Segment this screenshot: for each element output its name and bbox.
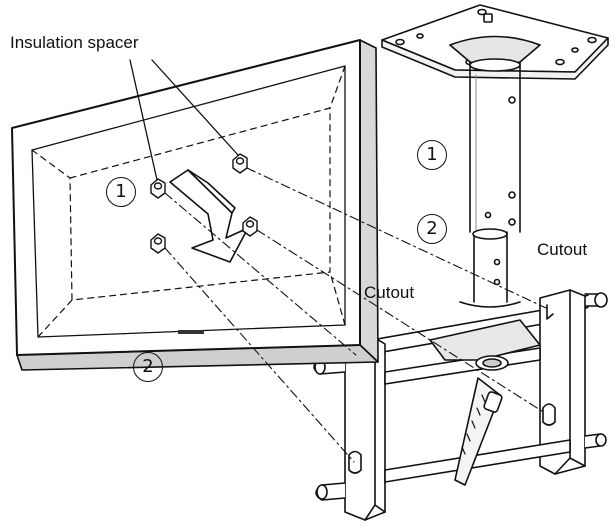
alignment-lines	[164, 167, 547, 463]
label-insulation-spacer: Insulation spacer	[10, 33, 139, 52]
pole	[459, 58, 521, 308]
step-marker-1-pole: 1	[417, 140, 447, 170]
insulation-spacers	[150, 153, 258, 254]
spacer-bottom-right	[242, 216, 258, 237]
frame-bracket	[313, 289, 608, 521]
spacer-top-left	[150, 178, 166, 199]
step-marker-1-panel: 1	[106, 177, 136, 207]
label-cutout-center: Cutout	[364, 283, 415, 302]
step-marker-2-pole: 2	[417, 214, 447, 244]
leader-lines	[129, 59, 239, 181]
direction-arrow	[169, 169, 249, 263]
display-panel	[11, 39, 379, 371]
step-marker-2-panel: 2	[133, 352, 163, 382]
ceiling-bracket	[381, 4, 609, 80]
label-cutout-right: Cutout	[537, 240, 588, 259]
